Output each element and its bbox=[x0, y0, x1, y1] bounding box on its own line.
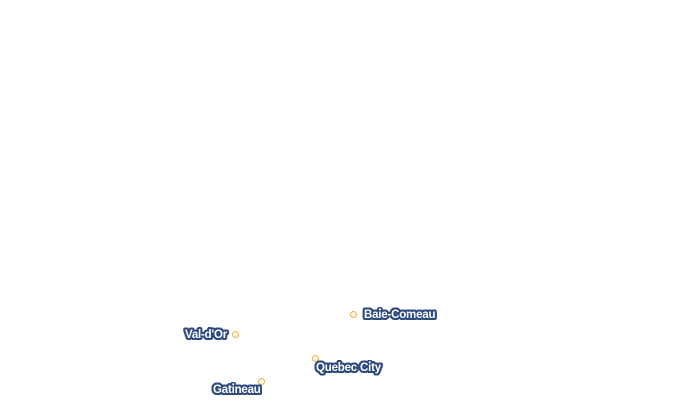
city-label-val-dor[interactable]: Val-d'Or bbox=[185, 329, 228, 341]
city-label-quebec-city[interactable]: Quebec City bbox=[316, 362, 381, 374]
city-label-baie-comeau[interactable]: Baie-Comeau bbox=[364, 309, 436, 321]
city-marker-gatineau[interactable] bbox=[258, 378, 265, 385]
city-marker-val-dor[interactable] bbox=[232, 331, 239, 338]
city-label-gatineau[interactable]: Gatineau bbox=[213, 384, 261, 396]
city-marker-quebec-city[interactable] bbox=[312, 355, 319, 362]
city-marker-baie-comeau[interactable] bbox=[350, 311, 357, 318]
